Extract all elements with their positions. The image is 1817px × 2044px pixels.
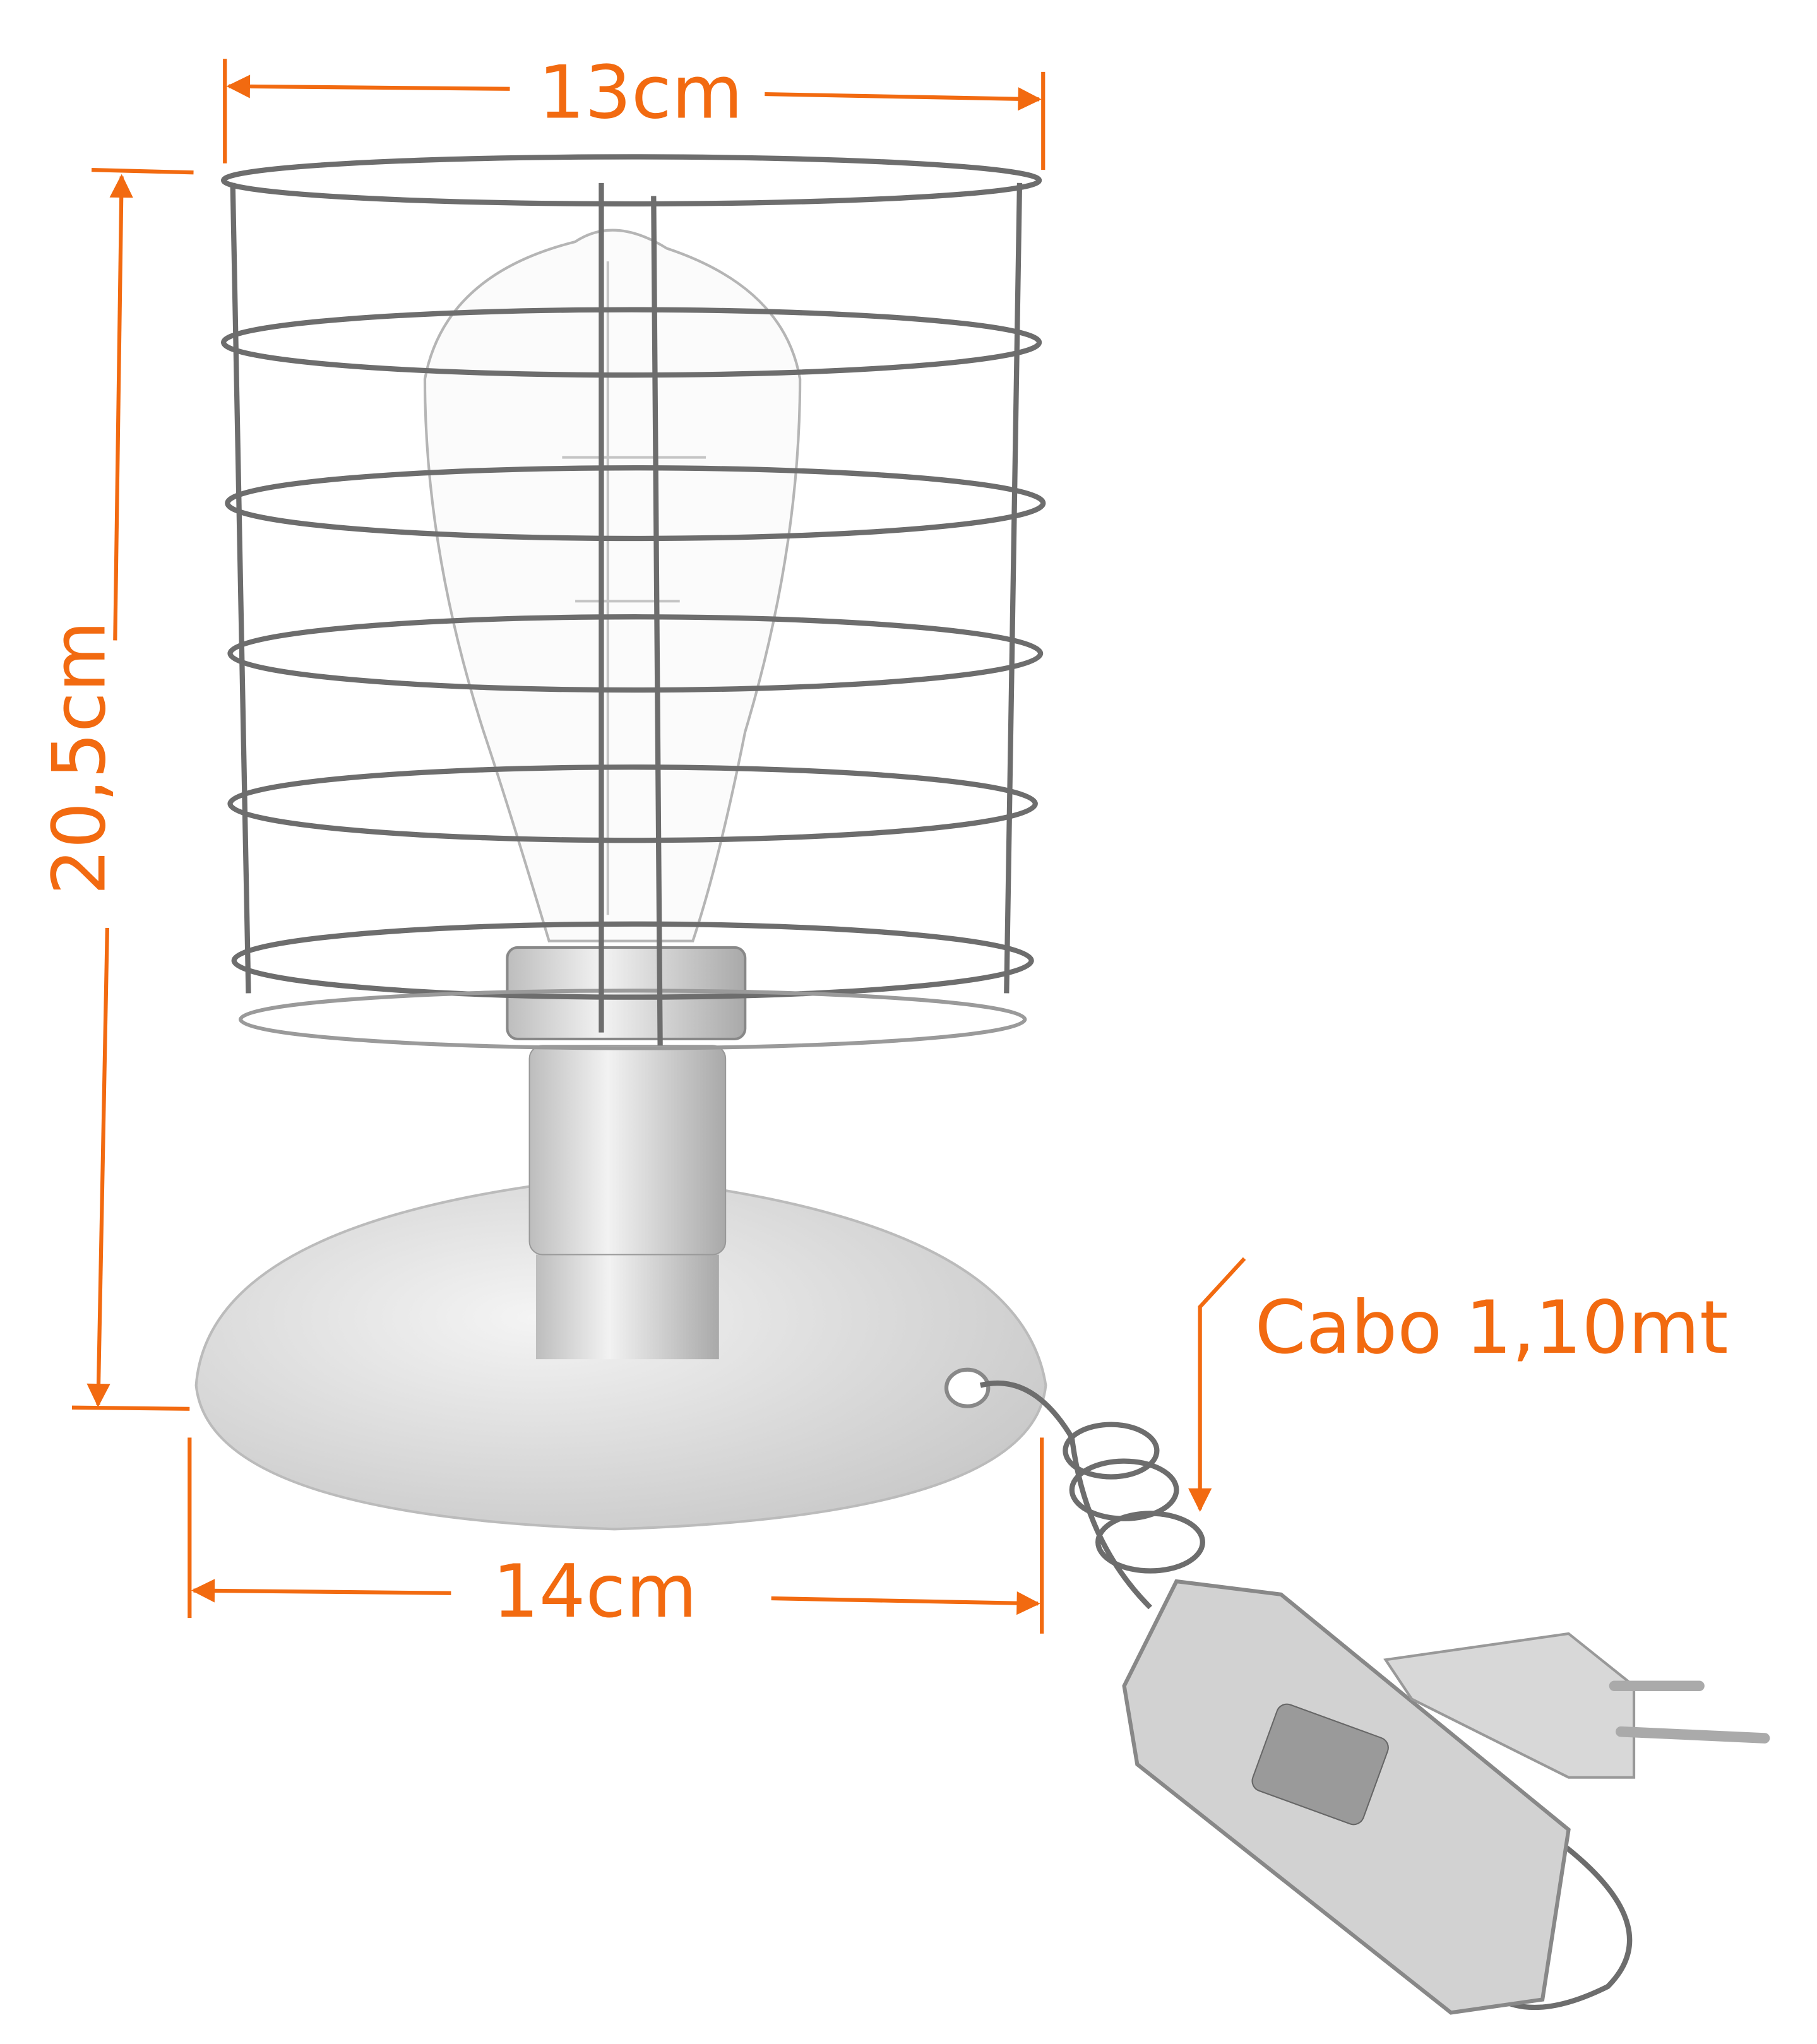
cable-length-label: Cabo 1,10mt (1255, 1285, 1729, 1370)
height-label: 20,5cm (37, 621, 122, 895)
dimension-cable: Cabo 1,10mt (1188, 1257, 1729, 1512)
lamp-socket (506, 946, 747, 1360)
dimension-top-width: 13cm (223, 50, 1046, 170)
top-width-label: 13cm (538, 50, 742, 135)
dimension-base-width: 14cm (188, 1437, 1044, 1634)
wire-cage (221, 154, 1046, 1050)
switch-button (1251, 1703, 1389, 1826)
dimension-height: 20,5cm (37, 168, 194, 1411)
edison-bulb (423, 229, 802, 942)
inline-switch (1122, 1579, 1571, 2015)
base-width-label: 14cm (492, 1549, 697, 1634)
power-plug (1383, 1632, 1770, 1779)
cable-grommet (944, 1367, 991, 1408)
